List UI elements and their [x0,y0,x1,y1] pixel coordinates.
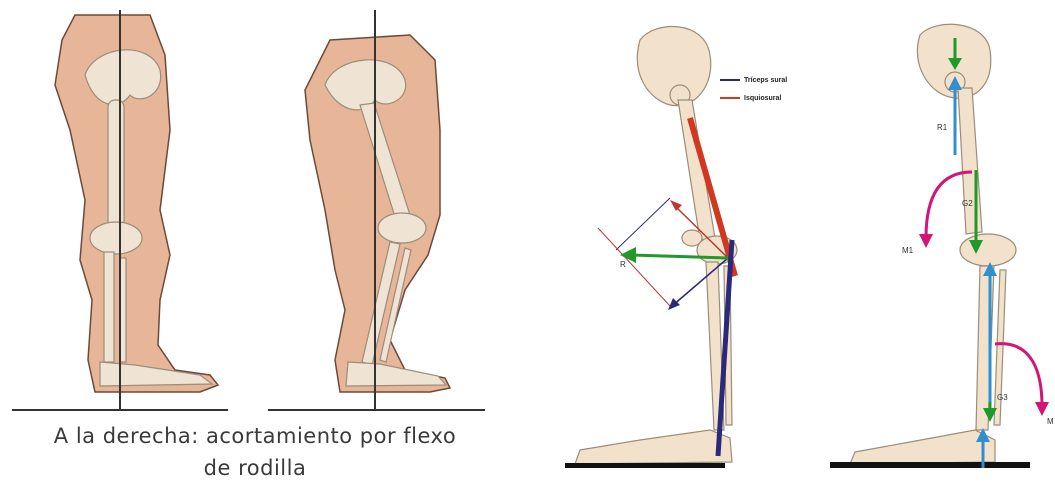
m1-label: M1 [902,246,914,255]
m1-moment-arrowhead [919,234,933,248]
right-femur [958,88,982,234]
parallelogram-edge-bottom [598,228,670,306]
leg-straight [55,15,218,392]
red-component-arrowhead [670,200,682,211]
right-forces-diagram: G2 G3 R1 M1 M [790,0,1055,480]
leg-flexed [305,35,450,392]
parallelogram-edge-top [616,198,670,250]
g2-label: G2 [962,199,973,208]
caption-line-1: A la derecha: acortamiento por flexo [0,420,510,452]
middle-ground [565,463,725,468]
left-leg-illustrations [0,0,520,420]
g3-label: G3 [997,393,1008,402]
m2-label: M [1047,417,1054,426]
leg-flexed-knee [378,213,426,243]
right-foot [850,430,995,464]
caption-line-2: de rodilla [0,452,510,484]
middle-muscle-diagram: R Tríceps sural Isquiosural [520,0,790,480]
legend-isquiosural-label: Isquiosural [744,95,781,102]
middle-femur [678,100,715,240]
right-knee [960,234,1016,266]
resultant-label: R [620,260,626,269]
m2-moment-arrowhead [1035,402,1049,416]
leg-straight-tibia [104,252,114,362]
left-caption: A la derecha: acortamiento por flexo de … [0,420,510,484]
leg-straight-knee [90,222,142,254]
r1-label: R1 [937,123,948,132]
middle-foot [575,430,732,464]
right-ground [830,462,1030,468]
legend-triceps-label: Tríceps sural [744,77,787,84]
leg-straight-femur [108,100,124,230]
